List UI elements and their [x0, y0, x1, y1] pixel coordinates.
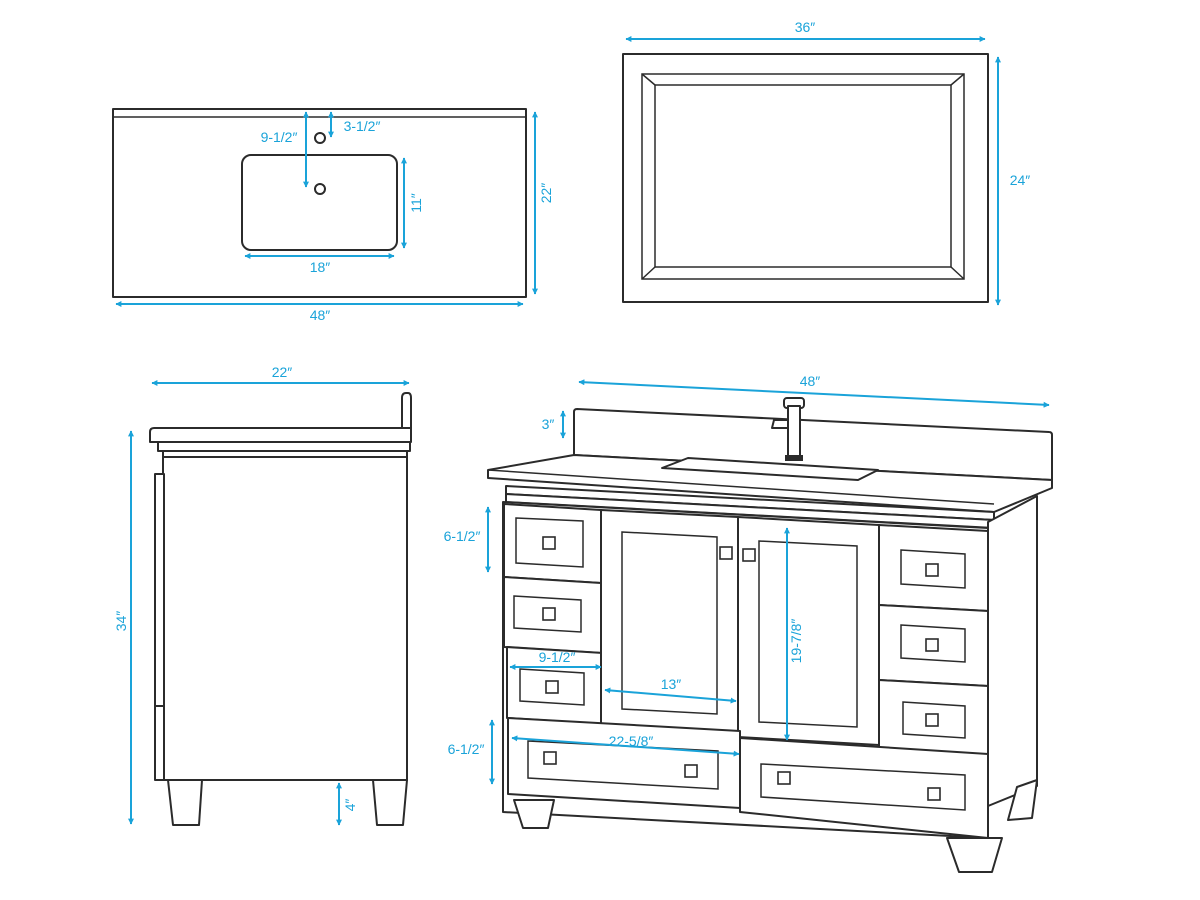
- label-front-bottom-drawer-width: 22-5/8″: [609, 733, 654, 749]
- front-leg-left: [513, 799, 555, 829]
- label-top-sink-width: 18″: [310, 259, 331, 275]
- label-top-sink-depth: 11″: [408, 193, 424, 213]
- label-side-leg: 4″: [342, 799, 358, 812]
- drawer-knobs: [542, 536, 941, 801]
- side-leg-front: [167, 779, 203, 826]
- vanity-front-view: [487, 397, 1053, 873]
- side-countertop: [149, 427, 412, 443]
- label-side-depth: 22″: [272, 364, 293, 380]
- faucet-hole: [314, 132, 326, 144]
- dimension-labels: 9-1/2″ 3-1/2″ 11″ 22″ 18″ 48″ 36″ 24″ 22…: [113, 19, 1030, 811]
- dim-line-bottom-drawer-width: [511, 735, 740, 757]
- knob-icon: [684, 764, 698, 778]
- knob-icon: [543, 751, 557, 765]
- faucet-spout: [771, 419, 789, 429]
- knob-icon: [742, 548, 756, 562]
- knob-icon: [719, 546, 733, 560]
- sink-bowl-outline: [241, 154, 398, 251]
- faucet-base: [785, 455, 803, 461]
- label-top-width: 48″: [310, 307, 331, 323]
- knob-icon: [777, 771, 791, 785]
- front-leg-right: [946, 837, 1003, 873]
- knob-icon: [545, 680, 559, 694]
- mirror-front-view: [622, 53, 989, 303]
- side-top-trim: [157, 441, 411, 452]
- label-front-drawer-height: 6-1/2″: [444, 528, 481, 544]
- countertop-top-view: [112, 108, 527, 298]
- front-sink: [661, 457, 879, 481]
- knob-icon: [542, 536, 556, 550]
- knob-icon: [927, 787, 941, 801]
- label-mirror-height: 24″: [1010, 172, 1031, 188]
- bottom-left-drawer: [507, 717, 741, 809]
- mirror-frame-inner: [641, 73, 965, 280]
- vanity-side-view: [149, 392, 412, 826]
- dim-line-door-opening: [604, 687, 737, 704]
- side-door-edge: [154, 473, 165, 707]
- faucet-body: [787, 405, 801, 459]
- front-side-panel: [987, 495, 1038, 807]
- dim-line-front-width: [578, 379, 1050, 408]
- side-leg-back: [372, 779, 408, 826]
- knob-icon: [542, 607, 556, 621]
- label-front-bottom-drawer-height: 6-1/2″: [448, 741, 485, 757]
- label-top-depth: 22″: [538, 183, 554, 204]
- side-body: [162, 456, 408, 781]
- knob-icon: [925, 713, 939, 727]
- label-side-height: 34″: [113, 611, 129, 632]
- label-top-sink-hole: 9-1/2″: [261, 129, 298, 145]
- knob-icon: [925, 638, 939, 652]
- label-mirror-width: 36″: [795, 19, 816, 35]
- label-front-door-opening: 13″: [661, 676, 682, 692]
- label-front-door-height: 19-7/8″: [788, 619, 804, 664]
- label-top-faucet-hole: 3-1/2″: [344, 118, 381, 134]
- side-drawer-edge: [154, 705, 165, 781]
- mirror-frame-outer: [622, 53, 989, 303]
- front-leg-back: [1007, 779, 1038, 821]
- label-front-small-drawer-width: 9-1/2″: [539, 649, 576, 665]
- label-front-width: 48″: [800, 373, 821, 389]
- drain-hole: [314, 183, 326, 195]
- label-front-backsplash: 3″: [542, 416, 555, 432]
- mirror-glass: [654, 84, 952, 268]
- front-backsplash: [573, 408, 1053, 481]
- dimension-lines: [115, 36, 1050, 826]
- knob-icon: [925, 563, 939, 577]
